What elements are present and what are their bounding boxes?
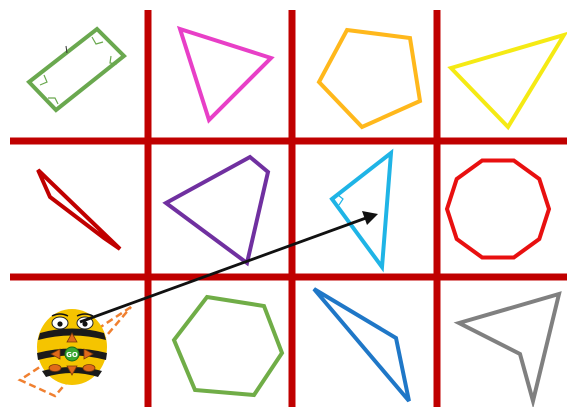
concave-quadrilateral-shape xyxy=(459,294,559,401)
cell-2-2[interactable] xyxy=(314,289,409,401)
hexagon-shape xyxy=(174,297,282,395)
quadrilateral-shape xyxy=(166,157,268,263)
bee-bot-robot[interactable]: GO xyxy=(37,309,107,385)
triangle-shape xyxy=(451,35,564,127)
pentagon-shape xyxy=(319,30,420,127)
cell-1-0[interactable] xyxy=(38,170,120,249)
right-angle-mark xyxy=(40,75,47,85)
cell-1-1[interactable] xyxy=(166,157,268,263)
go-button-label: GO xyxy=(66,351,78,359)
cell-1-2[interactable] xyxy=(332,153,391,267)
cell-1-3[interactable] xyxy=(447,161,549,258)
cell-2-3[interactable] xyxy=(459,294,559,401)
path-arrow xyxy=(80,211,378,322)
triangle-shape xyxy=(314,289,409,401)
triangle-shape xyxy=(180,29,271,120)
right-angle-mark xyxy=(338,195,343,205)
cell-0-1[interactable] xyxy=(180,29,271,120)
cell-0-0[interactable] xyxy=(29,29,124,110)
cell-2-1[interactable] xyxy=(174,297,282,395)
bee-pupil xyxy=(57,321,62,326)
arrow-shaft xyxy=(80,218,366,322)
right-triangle-shape xyxy=(332,153,391,267)
decagon-shape xyxy=(447,161,549,258)
right-angle-mark xyxy=(92,37,103,44)
cell-2-0[interactable]: GO xyxy=(20,307,131,396)
clear-button-icon[interactable] xyxy=(83,365,95,372)
pause-button-icon[interactable] xyxy=(49,365,61,372)
cell-0-2[interactable] xyxy=(319,30,420,127)
cell-0-3[interactable] xyxy=(451,35,564,127)
rectangle-shape xyxy=(29,29,124,110)
parallelogram-shape xyxy=(38,170,120,249)
